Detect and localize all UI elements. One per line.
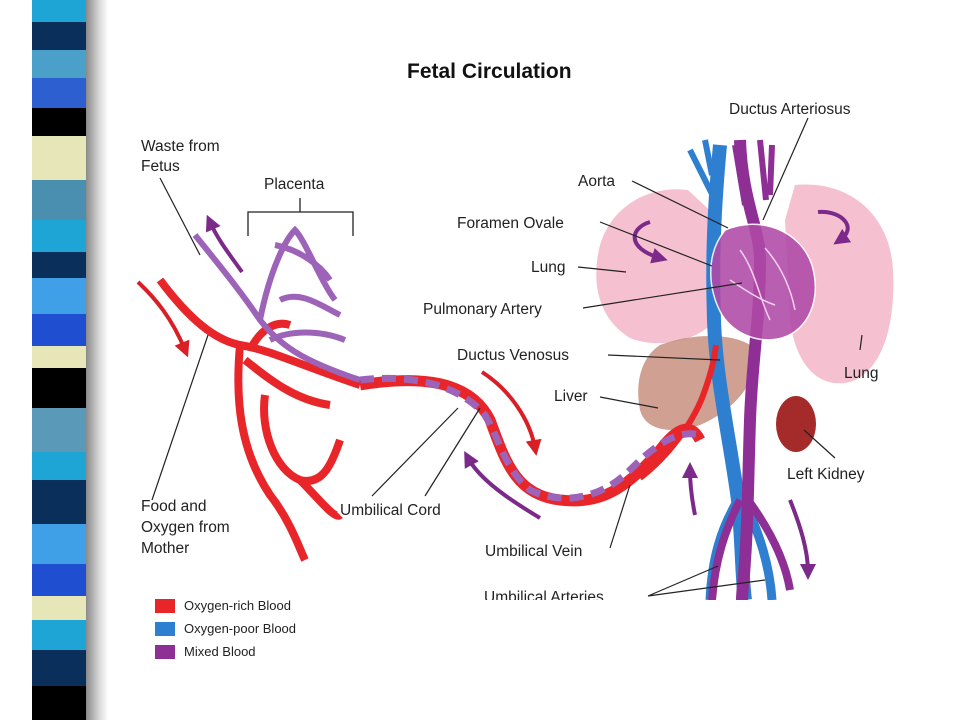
label-left-kidney: Left Kidney bbox=[787, 466, 865, 483]
legend-item-oxygen-rich: Oxygen-rich Blood bbox=[155, 594, 296, 617]
legend-swatch bbox=[155, 644, 175, 659]
leader-lines bbox=[151, 117, 863, 597]
stripe-shadow bbox=[86, 0, 108, 720]
heart-shape bbox=[710, 223, 816, 341]
flow-arrow-food bbox=[136, 280, 190, 358]
label-aorta: Aorta bbox=[578, 173, 615, 190]
legend-swatch bbox=[155, 598, 175, 613]
flow-arrow-waste bbox=[205, 214, 244, 274]
fetal-circulation-diagram: Waste from Fetus Placenta Food and Oxyge… bbox=[136, 101, 894, 600]
umbilical-cord-purple-twist bbox=[359, 374, 701, 502]
legend-label: Oxygen-poor Blood bbox=[184, 621, 297, 636]
left-kidney-shape bbox=[776, 396, 816, 452]
heart-inner-lines bbox=[729, 247, 796, 321]
flow-arrow-umbilical-arteries-up bbox=[682, 462, 699, 516]
stripe-blocks bbox=[32, 0, 86, 720]
label-foramen-ovale: Foramen Ovale bbox=[457, 215, 564, 232]
label-umbilical-arteries: Umbilical Arteries bbox=[484, 589, 604, 600]
diagram-title: Fetal Circulation bbox=[407, 60, 572, 83]
label-umbilical-cord: Umbilical Cord bbox=[340, 502, 441, 519]
flow-arrow-lower-right bbox=[788, 499, 816, 580]
label-lung-left: Lung bbox=[531, 259, 565, 276]
label-liver: Liver bbox=[554, 388, 588, 405]
placenta-purple-vessels bbox=[192, 225, 361, 383]
label-pulmonary-artery: Pulmonary Artery bbox=[423, 301, 542, 318]
liver-shape bbox=[638, 335, 756, 430]
label-ductus-arteriosus: Ductus Arteriosus bbox=[729, 101, 851, 118]
legend: Oxygen-rich Blood Oxygen-poor Blood Mixe… bbox=[155, 594, 296, 663]
label-ductus-venosus: Ductus Venosus bbox=[457, 347, 569, 364]
right-lung-shape bbox=[785, 184, 894, 384]
aortic-arch-branches bbox=[732, 139, 775, 206]
placenta-bracket bbox=[247, 198, 354, 236]
label-food-oxygen: Food and Oxygen from Mother bbox=[141, 498, 234, 557]
label-placenta: Placenta bbox=[264, 176, 325, 193]
flow-arrow-left-lung bbox=[632, 220, 668, 264]
label-waste-from-fetus: Waste from Fetus bbox=[141, 138, 224, 175]
flow-arrow-right-lung bbox=[817, 209, 852, 245]
left-lung-shape bbox=[596, 189, 720, 344]
legend-item-mixed: Mixed Blood bbox=[155, 640, 296, 663]
placenta-red-vessels bbox=[156, 277, 362, 562]
legend-swatch bbox=[155, 621, 175, 636]
legend-label: Oxygen-rich Blood bbox=[184, 598, 291, 613]
umbilical-vein-vessel bbox=[638, 344, 719, 481]
legend-label: Mixed Blood bbox=[184, 644, 256, 659]
flow-arrow-cord-up bbox=[464, 450, 542, 520]
decorative-stripe bbox=[0, 0, 108, 720]
label-lung-right: Lung bbox=[844, 365, 878, 382]
legend-item-oxygen-poor: Oxygen-poor Blood bbox=[155, 617, 296, 640]
label-umbilical-vein: Umbilical Vein bbox=[485, 543, 582, 560]
blue-vessel-branch bbox=[687, 139, 718, 202]
flow-arrow-cord-down bbox=[480, 370, 542, 456]
